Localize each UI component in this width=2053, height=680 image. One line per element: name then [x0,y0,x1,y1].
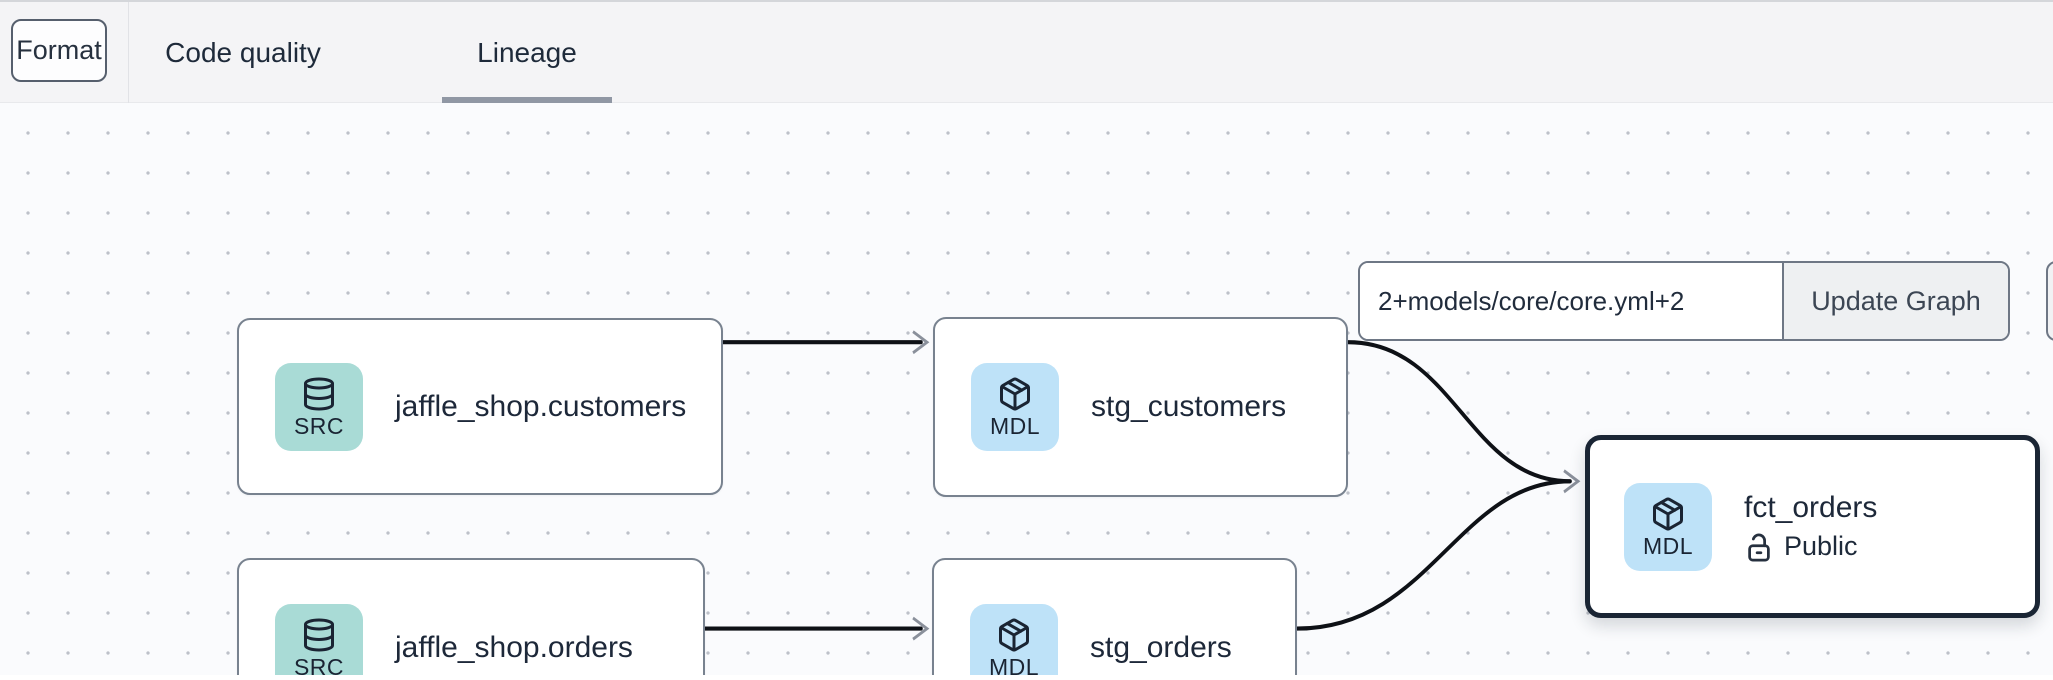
node-type-label: SRC [293,412,345,439]
header-bar: Format Code quality Lineage [0,0,2053,103]
node-type-label: MDL [989,413,1041,439]
lock-open-icon [1748,533,1770,561]
database-icon [304,377,334,410]
canvas-bottom-edge [0,675,2053,680]
format-button[interactable]: Format [11,19,107,82]
node-label: fct_orders [1744,491,1878,524]
database-icon [304,618,334,652]
arrowhead-icon [912,616,930,641]
access-badge: Public [1744,531,1877,562]
node-fct-orders[interactable]: MDL fct_orders Public [1585,435,2040,618]
node-label: stg_orders [1090,631,1232,664]
node-label: jaffle_shop.customers [395,389,687,423]
node-label: jaffle_shop.orders [395,631,633,664]
node-type-label: MDL [1642,532,1694,559]
model-badge: MDL [970,604,1058,680]
edge-stgorders-to-fct [1295,479,1572,631]
source-badge: SRC [275,362,363,451]
package-icon [1653,497,1683,530]
node-source-jaffle-shop-customers[interactable]: SRC jaffle_shop.customers [237,318,723,495]
node-source-jaffle-shop-orders[interactable]: SRC jaffle_shop.orders [237,558,705,680]
selector-group: Update Graph [1358,261,2010,341]
arrowhead-icon [1563,469,1581,494]
tab-label: Lineage [477,36,577,68]
package-icon [1000,377,1030,411]
tab-label: Code quality [165,36,321,68]
header-divider [128,2,129,103]
selector-input[interactable] [1360,263,1782,339]
node-label: stg_customers [1091,390,1287,423]
edge-stgcustomers-to-fct [1346,340,1572,484]
model-badge: MDL [971,363,1059,451]
package-icon [999,618,1029,652]
tab-code-quality[interactable]: Code quality [147,2,339,103]
tab-lineage[interactable]: Lineage [442,2,612,103]
update-graph-button[interactable]: Update Graph [1782,263,2008,339]
model-badge: MDL [1624,482,1712,571]
cutoff-right-button[interactable] [2046,261,2053,341]
arrowhead-icon [912,330,930,355]
access-label: Public [1784,531,1858,561]
active-tab-underline [442,97,612,103]
node-stg-orders[interactable]: MDL stg_orders [932,558,1297,680]
source-badge: SRC [275,604,363,680]
node-stg-customers[interactable]: MDL stg_customers [933,317,1348,497]
lineage-canvas[interactable]: SRC jaffle_shop.customers MDL stg_custom… [0,103,2053,680]
